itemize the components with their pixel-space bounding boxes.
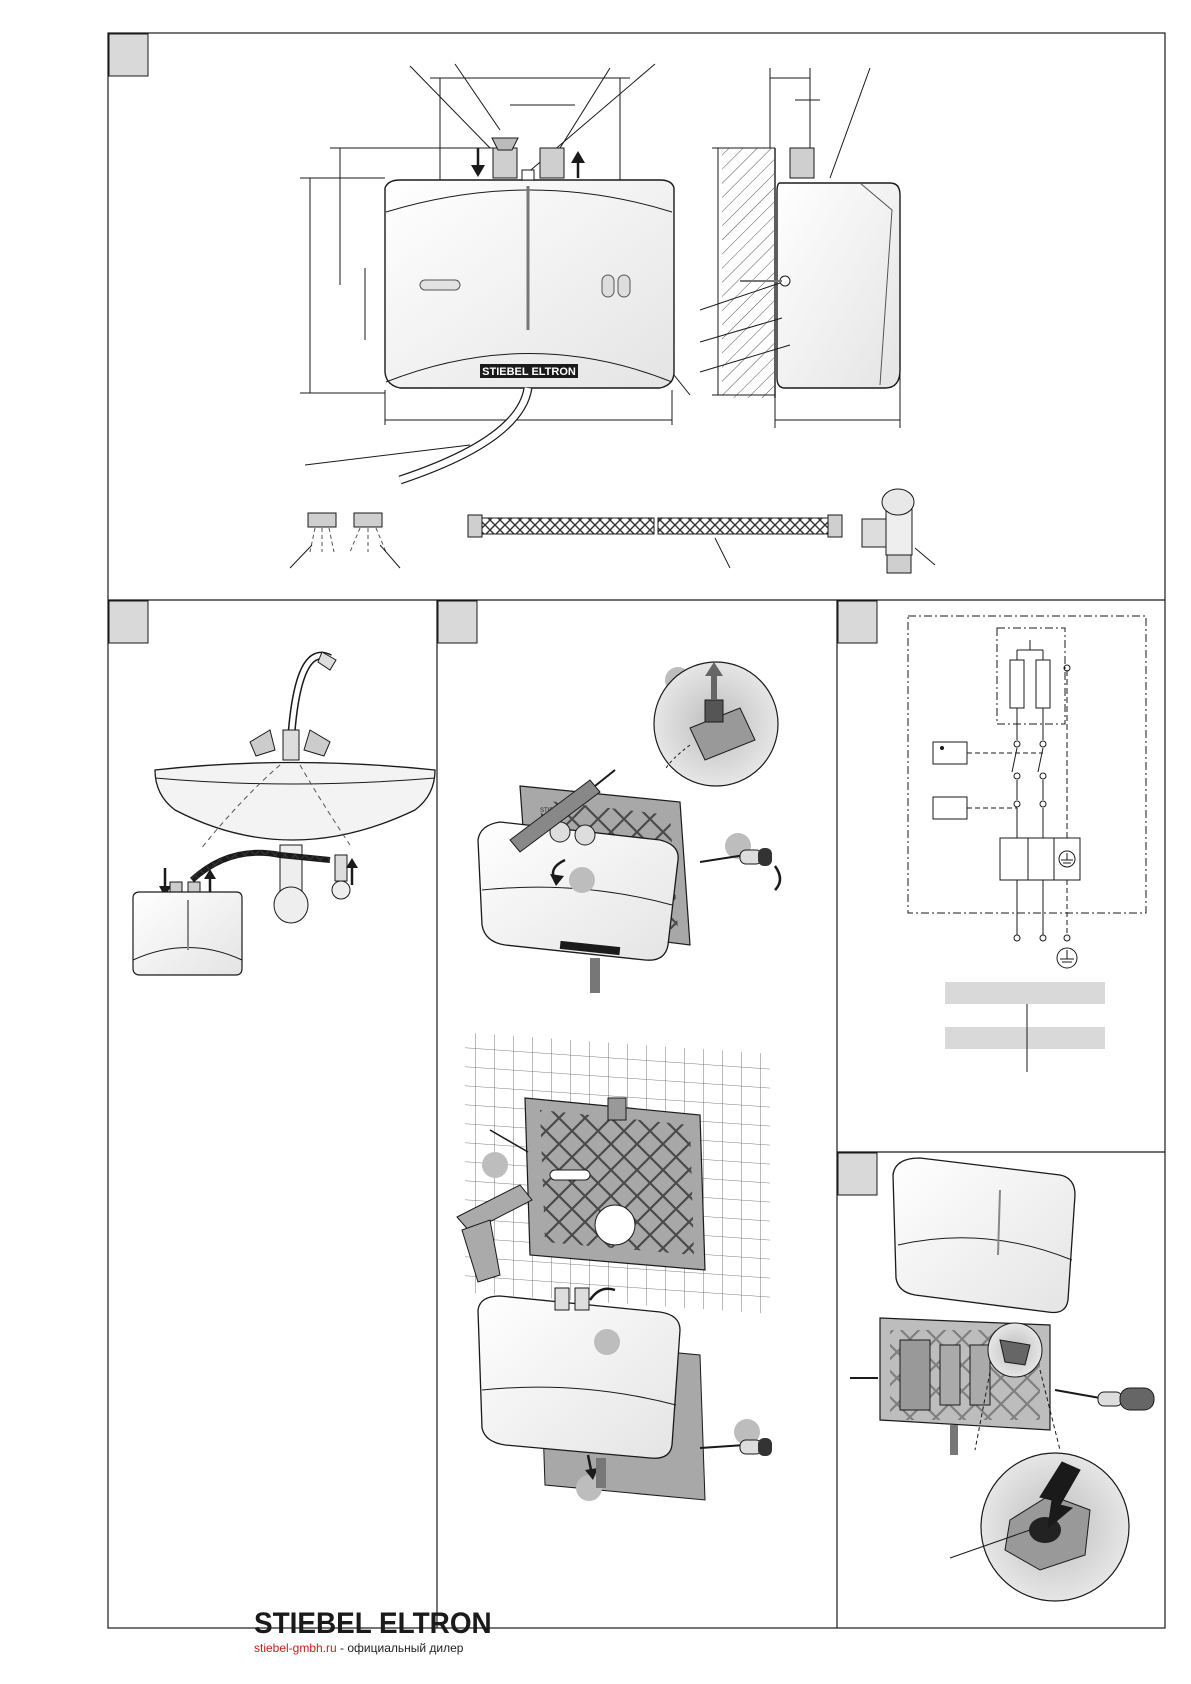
page-frame xyxy=(107,32,1166,1629)
dealer-url[interactable]: stiebel-gmbh.ru xyxy=(254,1641,337,1655)
figure-tabs xyxy=(108,33,878,1196)
footer-brand: STIEBEL ELTRON stiebel-gmbh.ru - официал… xyxy=(254,1607,492,1656)
device-label: STIEBEL ELTRON xyxy=(482,366,576,378)
dealer-line: stiebel-gmbh.ru - официальный дилер xyxy=(254,1641,463,1655)
dealer-text: - официальный дилер xyxy=(336,1641,464,1655)
brand-logo-text: STIEBEL ELTRON xyxy=(254,1607,492,1640)
mounting-step-1: STIEBEL xyxy=(477,661,782,993)
service-drawing xyxy=(850,1157,1155,1602)
heater-front-view: STIEBEL ELTRON xyxy=(384,137,675,485)
wiring-table xyxy=(945,982,1105,1072)
sink-installation xyxy=(132,651,436,976)
dimension-drawing xyxy=(300,63,691,466)
heater-side-view xyxy=(699,67,901,428)
mounting-step-3 xyxy=(477,1287,772,1501)
wiring-diagram xyxy=(907,615,1147,969)
accessories xyxy=(289,488,936,574)
mounting-step-2 xyxy=(456,1032,770,1314)
